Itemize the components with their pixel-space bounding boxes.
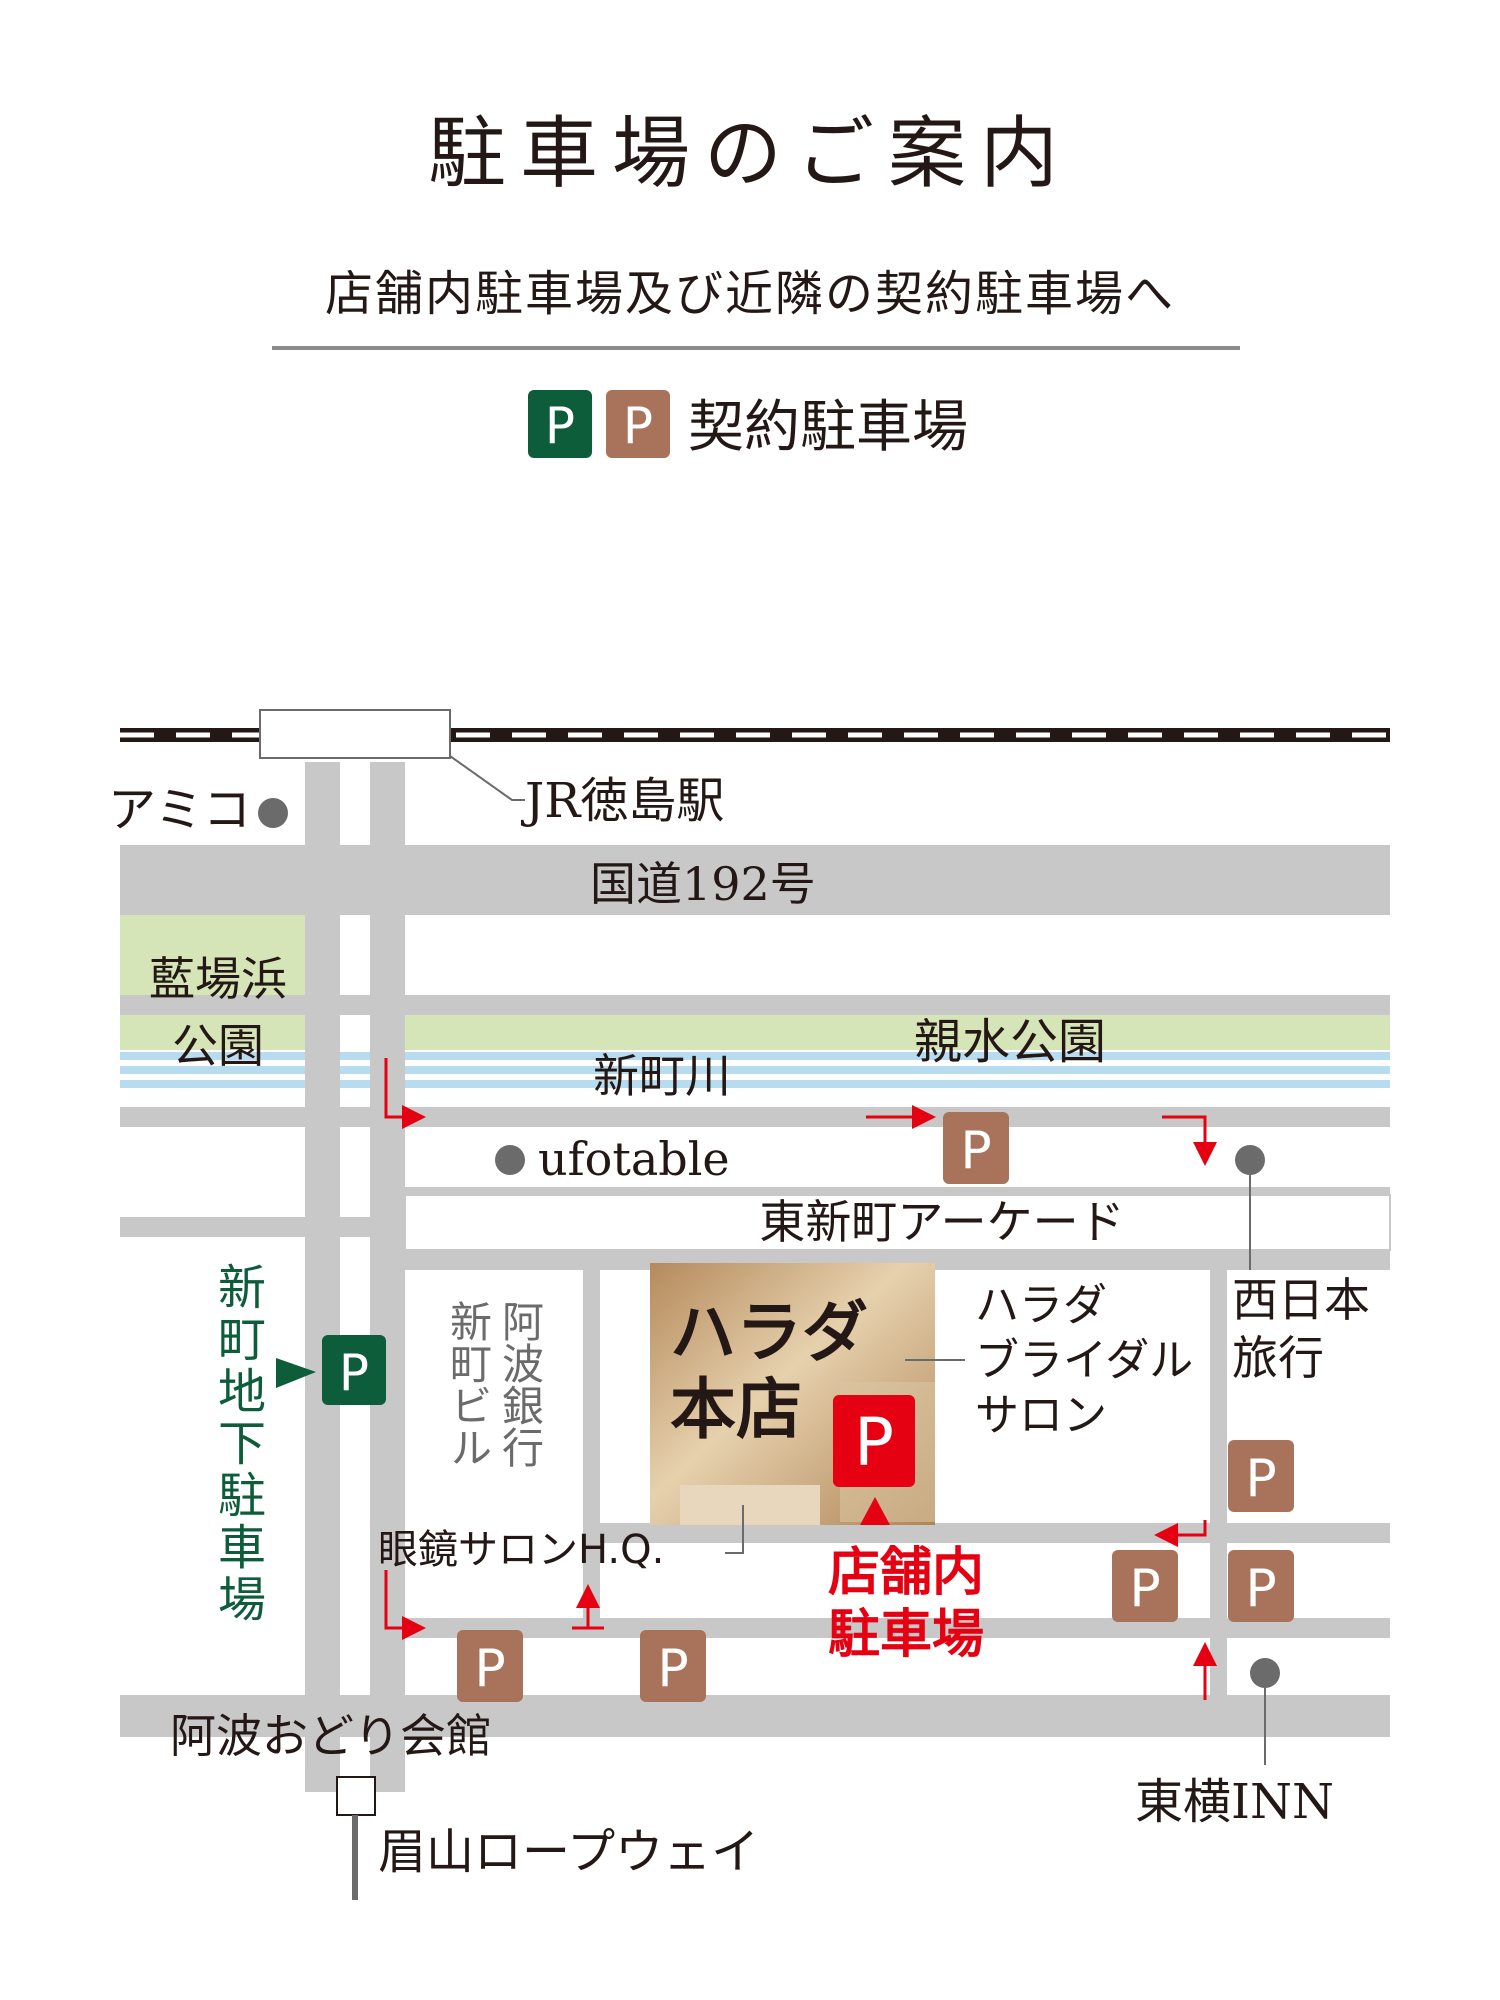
contract-p-label-east-2: P: [1245, 1559, 1276, 1619]
contract-p-icon-nishinihon: [1228, 1440, 1294, 1512]
nishinihon-label-line2: 旅行: [1232, 1331, 1324, 1385]
block-megane: [600, 1543, 1210, 1618]
contract-p-icon-east-1: [1112, 1550, 1178, 1622]
arrow-west-south-icon: [384, 1570, 426, 1640]
page-subtitle: 店舗内駐車場及び近隣の契約駐車場へ: [325, 266, 1175, 322]
store-parking-entry-arrow-icon: [860, 1497, 890, 1525]
store-parking-p-icon: [833, 1395, 915, 1487]
aibahama-park-label-line1: 藍場浜: [149, 952, 287, 1006]
bridal-label-line1: ハラダ: [975, 1280, 1107, 1331]
store-name-line2: 本店: [670, 1371, 802, 1448]
store-parking-label-line2: 駐車場: [828, 1605, 984, 1665]
ufotable-label: ufotable: [538, 1132, 730, 1186]
arrow-nishinihon-turn-icon: [1162, 1115, 1217, 1166]
store-name-line1: ハラダ: [670, 1294, 868, 1371]
contract-p-icon-east-2: [1228, 1550, 1294, 1622]
amico-label: アミコ: [108, 782, 251, 838]
street-nishinihon-west: [1210, 1260, 1227, 1730]
street-awa-bank-east: [583, 1260, 600, 1630]
toyoko-marker-icon: [1250, 1658, 1280, 1688]
legend-green-p-icon: [528, 390, 592, 458]
store-parking-label-line1: 店舗内: [828, 1543, 984, 1603]
contract-p-icon-south-1: [457, 1630, 523, 1702]
arrow-river-entry-icon: [384, 1058, 426, 1129]
route-192-label: 国道192号: [590, 857, 816, 911]
contract-p-icon-south-2: [640, 1630, 706, 1702]
main-avenue-west-lane: [305, 762, 340, 1792]
jr-tokushima-station-label: JR徳島駅: [520, 773, 724, 829]
road-bridal-south: [590, 1523, 1390, 1543]
jr-station-building: [259, 709, 451, 759]
underground-p-icon: [322, 1335, 386, 1405]
contract-p-icon-ufotable: [943, 1112, 1009, 1184]
arrow-east-return-icon: [1154, 1520, 1207, 1547]
arcade-band: [404, 1194, 1391, 1251]
shinmachi-building-label: 新町ビル: [444, 1300, 493, 1468]
shinsui-park: [405, 1015, 1390, 1050]
underground-entry-arrow-icon: [276, 1358, 316, 1388]
page-title: 駐車場のご案内: [428, 109, 1072, 199]
ufotable-marker-icon: [495, 1145, 525, 1175]
subtitle-underline: [272, 346, 1240, 350]
nishinihon-label-line1: 西日本: [1232, 1273, 1370, 1327]
megane-salon-label: 眼鏡サロンH.Q.: [378, 1527, 664, 1573]
underground-p-label: P: [339, 1344, 369, 1402]
contract-p-label-south-2: P: [657, 1639, 688, 1699]
awa-odori-kaikan-label: 阿波おどり会館: [170, 1709, 492, 1763]
main-avenue-east-lane: [370, 762, 405, 1792]
store-parking-p-label: P: [854, 1404, 894, 1481]
shinsui-park-label: 親水公園: [914, 1014, 1106, 1070]
contract-p-label-nishinihon: P: [1245, 1449, 1276, 1509]
legend-brown-p-icon: [606, 390, 670, 458]
ropeway-label: 眉山ロープウェイ: [378, 1824, 759, 1880]
aibahama-park-label-line2: 公園: [172, 1019, 264, 1073]
road-above-river: [120, 995, 1390, 1015]
contract-parking-markers: P P P P P P: [457, 1112, 1294, 1702]
contract-p-label-ufotable: P: [960, 1121, 991, 1181]
station-leader-line: [449, 755, 525, 801]
bridal-label-line3: サロン: [975, 1390, 1107, 1441]
legend-label: 契約駐車場: [688, 395, 968, 460]
bridal-label-line2: ブライダル: [975, 1335, 1193, 1386]
contract-p-label-south-1: P: [474, 1639, 505, 1699]
road-west-link: [120, 1217, 405, 1237]
ropeway-station-icon: [336, 1776, 376, 1816]
megane-leader-line: [725, 1505, 744, 1554]
awa-bank-label: 阿波銀行: [496, 1300, 545, 1468]
road-below-river: [120, 1107, 1390, 1127]
legend-green-p-label: P: [545, 397, 575, 455]
amico-marker-icon: [258, 798, 288, 828]
contract-p-label-east-1: P: [1129, 1559, 1160, 1619]
harada-honten-store: [650, 1263, 935, 1525]
arcade-label: 東新町アーケード: [759, 1195, 1124, 1249]
underground-parking-label: 新町地下駐車場: [209, 1262, 265, 1626]
legend-brown-p-label: P: [623, 397, 653, 455]
nishinihon-marker-icon: [1235, 1145, 1265, 1175]
legend-contract-parking: P P 契約駐車場: [528, 390, 968, 460]
route-arrows: [384, 1058, 1217, 1700]
toyoko-inn-label: 東横INN: [1135, 1774, 1334, 1830]
shinmachi-river-label: 新町川: [593, 1049, 731, 1103]
ropeway-line: [352, 1815, 358, 1900]
aibahama-park: [120, 915, 305, 1050]
